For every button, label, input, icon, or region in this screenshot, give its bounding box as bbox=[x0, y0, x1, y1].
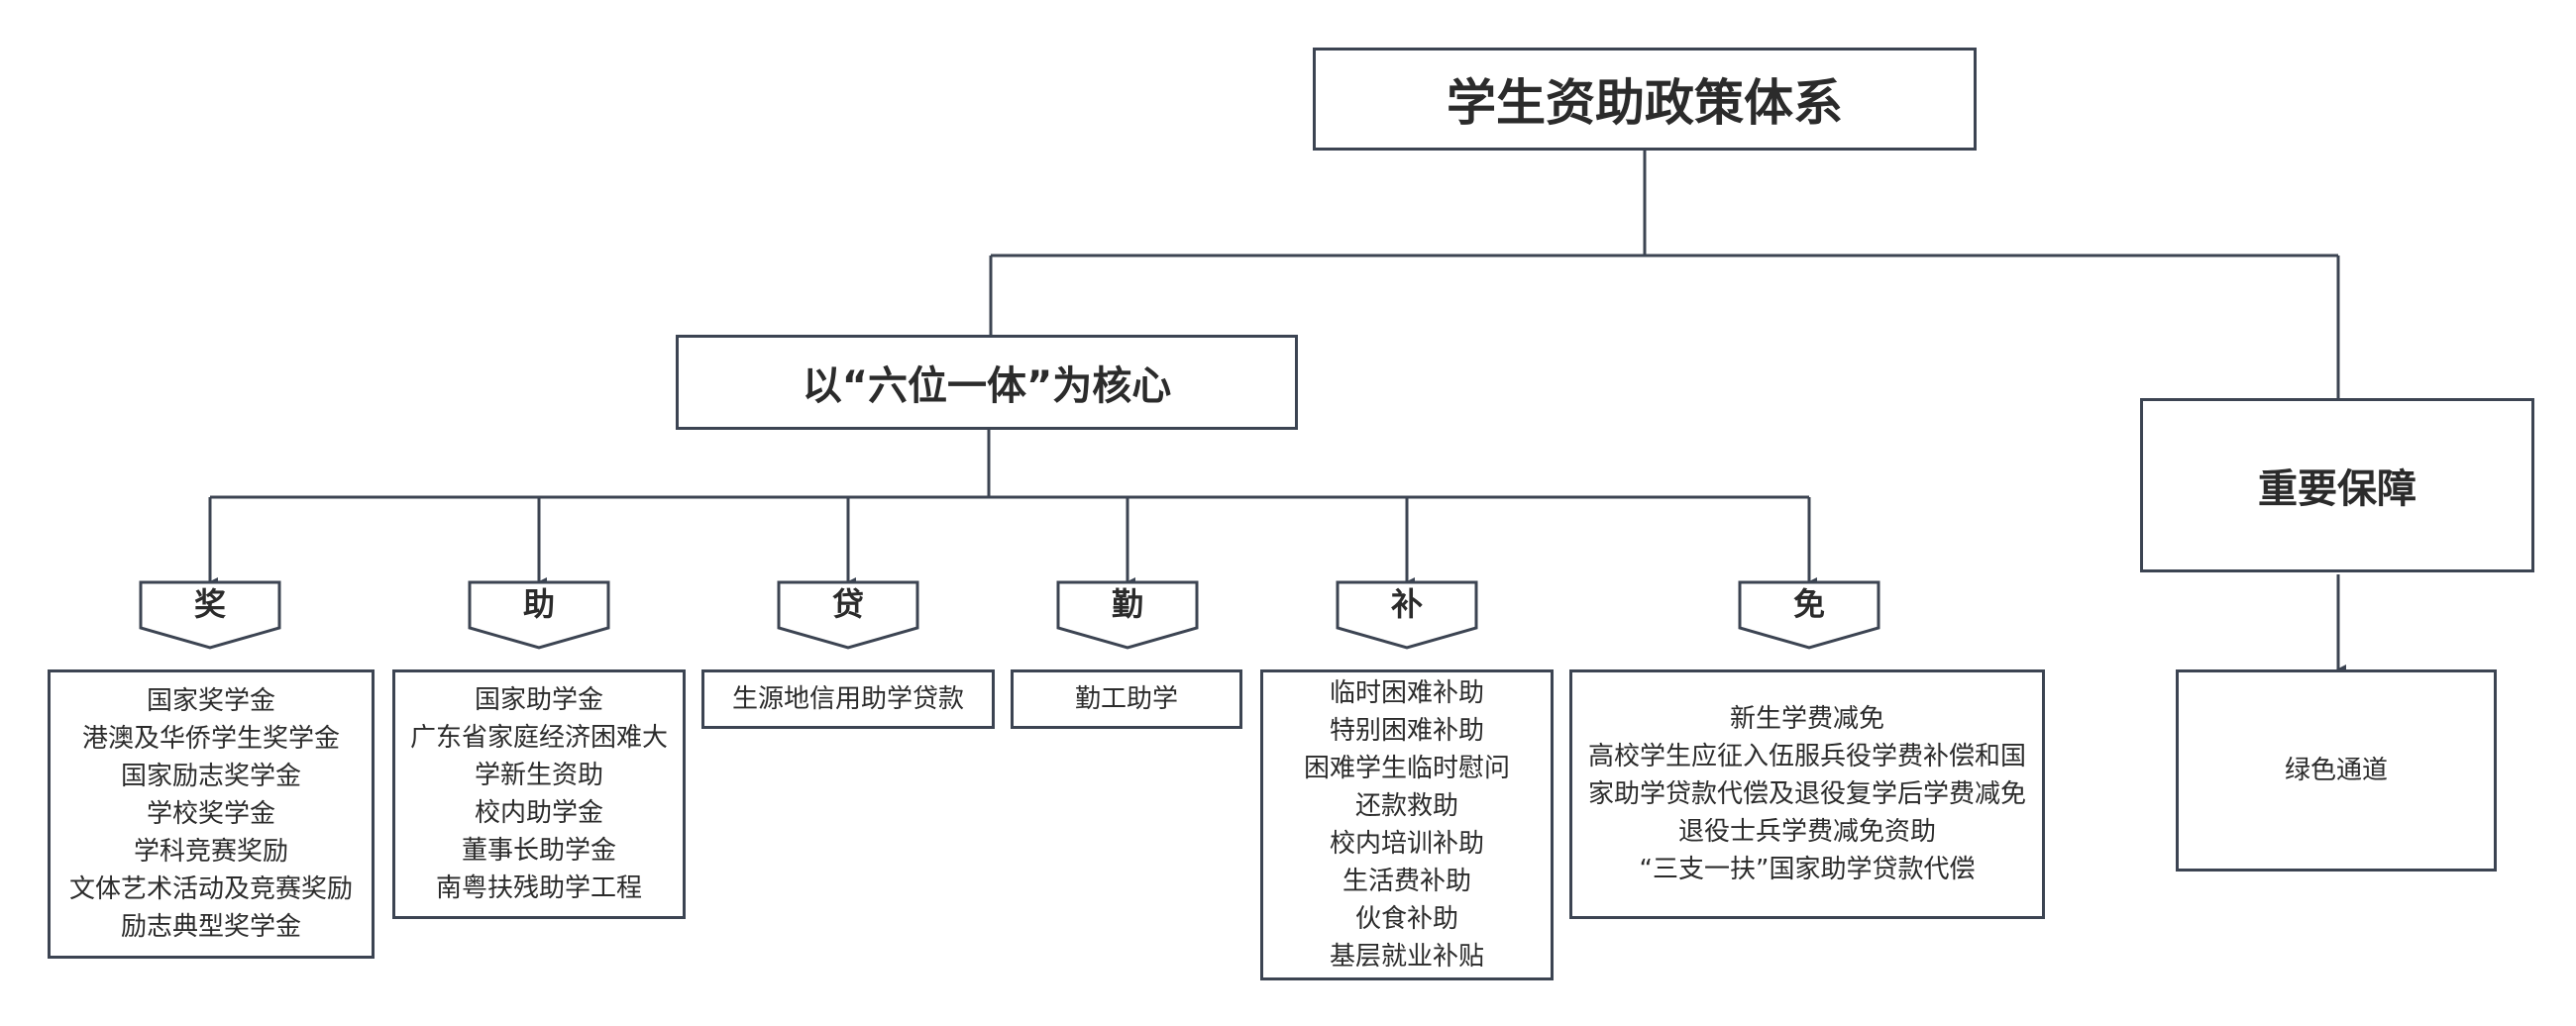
leaf-item: 校内培训补助 bbox=[1329, 829, 1484, 859]
leaf-item: 伙食补助 bbox=[1354, 904, 1458, 934]
leaf-item: 学新生资助 bbox=[474, 761, 603, 790]
leaf-box-bu: 临时困难补助 特别困难补助 困难学生临时慰问 还款救助 校内培训补助 生活费补助… bbox=[1260, 669, 1554, 980]
leaf-item: 学科竞赛奖励 bbox=[133, 837, 288, 867]
leaf-item: 家助学贷款代偿及退役复学后学费减免 bbox=[1587, 779, 2026, 809]
category-tag-zhu: 助 bbox=[468, 580, 610, 652]
category-label: 奖 bbox=[193, 585, 226, 623]
leaf-item: 广东省家庭经济困难大 bbox=[409, 723, 668, 753]
category-tag-qin: 勤 bbox=[1056, 580, 1199, 652]
leaf-item: 基层就业补贴 bbox=[1329, 942, 1484, 972]
leaf-item: 学校奖学金 bbox=[146, 799, 275, 829]
category-tag-mian: 免 bbox=[1738, 580, 1880, 652]
leaf-item: 生活费补助 bbox=[1342, 867, 1471, 896]
leaf-box-jiang: 国家奖学金 港澳及华侨学生奖学金 国家励志奖学金 学校奖学金 学科竞赛奖励 文体… bbox=[48, 669, 375, 959]
leaf-item: 困难学生临时慰问 bbox=[1303, 754, 1510, 783]
root-title: 学生资助政策体系 bbox=[1447, 74, 1843, 132]
root-node: 学生资助政策体系 bbox=[1313, 48, 1977, 151]
leaf-item: 生源地信用助学贷款 bbox=[731, 684, 964, 714]
leaf-item: 新生学费减免 bbox=[1729, 704, 1884, 734]
category-label: 助 bbox=[522, 585, 555, 623]
category-label: 补 bbox=[1390, 585, 1423, 623]
guarantee-leaf: 绿色通道 bbox=[2176, 669, 2497, 872]
category-label: 贷 bbox=[831, 585, 864, 623]
leaf-item: 南粤扶残助学工程 bbox=[435, 873, 642, 903]
leaf-item: 勤工助学 bbox=[1074, 684, 1178, 714]
leaf-item: 绿色通道 bbox=[2284, 756, 2388, 785]
leaf-item: 文体艺术活动及竞赛奖励 bbox=[68, 874, 353, 904]
leaf-item: 国家奖学金 bbox=[146, 686, 275, 716]
leaf-item: 董事长助学金 bbox=[461, 836, 616, 866]
core-node: 以“六位一体”为核心 bbox=[676, 335, 1298, 430]
category-tag-jiang: 奖 bbox=[139, 580, 281, 652]
leaf-item: 高校学生应征入伍服兵役学费补偿和国 bbox=[1587, 742, 2026, 771]
category-tag-bu: 补 bbox=[1336, 580, 1478, 652]
guarantee-node: 重要保障 bbox=[2140, 398, 2534, 572]
leaf-item: 还款救助 bbox=[1354, 791, 1458, 821]
category-label: 免 bbox=[1792, 585, 1825, 623]
leaf-item: 校内助学金 bbox=[474, 798, 603, 828]
leaf-item: 国家励志奖学金 bbox=[120, 762, 301, 791]
leaf-item: 特别困难补助 bbox=[1329, 716, 1484, 746]
leaf-item: “三支一扶”国家助学贷款代偿 bbox=[1639, 855, 1976, 884]
leaf-box-qin: 勤工助学 bbox=[1011, 669, 1242, 729]
category-label: 勤 bbox=[1111, 585, 1143, 623]
leaf-item: 临时困难补助 bbox=[1329, 678, 1484, 708]
leaf-box-zhu: 国家助学金 广东省家庭经济困难大 学新生资助 校内助学金 董事长助学金 南粤扶残… bbox=[392, 669, 686, 919]
guarantee-title: 重要保障 bbox=[2258, 466, 2416, 512]
leaf-item: 退役士兵学费减免资助 bbox=[1677, 817, 1936, 847]
core-title: 以“六位一体”为核心 bbox=[802, 363, 1172, 409]
leaf-item: 港澳及华侨学生奖学金 bbox=[81, 724, 340, 754]
category-tag-dai: 贷 bbox=[777, 580, 919, 652]
leaf-item: 励志典型奖学金 bbox=[120, 912, 301, 942]
leaf-item: 国家助学金 bbox=[474, 685, 603, 715]
leaf-box-dai: 生源地信用助学贷款 bbox=[701, 669, 995, 729]
leaf-box-mian: 新生学费减免 高校学生应征入伍服兵役学费补偿和国 家助学贷款代偿及退役复学后学费… bbox=[1569, 669, 2045, 919]
